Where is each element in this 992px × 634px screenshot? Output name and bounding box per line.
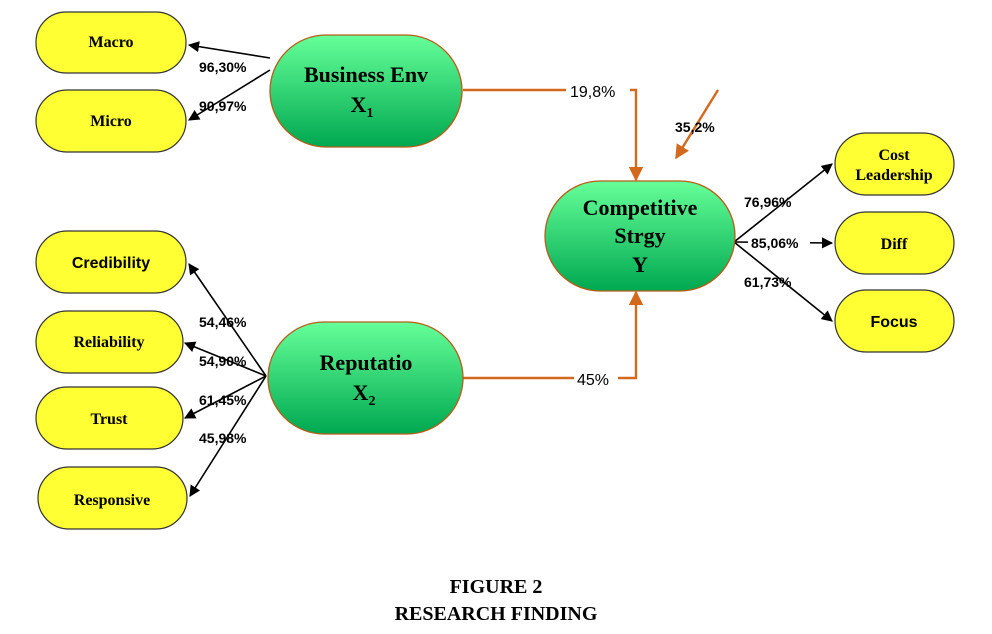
indicator-micro-label: Micro <box>90 113 131 130</box>
arrow-y-cost <box>733 163 833 243</box>
latent-competitive-strategy: Competitive Strgy Y <box>544 180 736 292</box>
path-x1-to-y <box>463 88 644 182</box>
loading-credibility: 54,46% <box>199 314 247 330</box>
latent-y-symbol: Y <box>632 252 648 277</box>
figure-caption-title: RESEARCH FINDING <box>395 603 598 625</box>
latent-x2-name: Reputatio <box>320 350 413 375</box>
indicator-responsive-label: Responsive <box>74 492 150 509</box>
latent-x1-name: Business Env <box>304 62 428 87</box>
indicator-diff-label: Diff <box>881 236 908 253</box>
arrow-x1-macro <box>187 41 271 59</box>
latent-reputatio: Reputatio X2 <box>267 321 464 435</box>
latent-y-line1: Competitive <box>583 195 698 220</box>
error-coefficient: 35,2% <box>675 119 715 135</box>
indicator-macro-label: Macro <box>88 34 133 51</box>
indicator-credibility-label: Credibility <box>72 255 150 272</box>
indicator-trust-label: Trust <box>90 411 128 428</box>
arrow-x2-responsive <box>189 375 267 497</box>
latent-x2-symbol: X2 <box>353 380 376 409</box>
indicator-focus: Focus <box>834 289 955 353</box>
indicator-macro: Macro <box>35 11 187 74</box>
loading-diff-bg <box>748 232 810 252</box>
indicator-cost-leadership: Cost Leadership <box>834 132 955 196</box>
arrow-x2-trust <box>184 375 267 419</box>
loading-diff: 85,06% <box>751 235 799 251</box>
loading-focus: 61,73% <box>744 274 792 290</box>
latent-y-line2: Strgy <box>614 223 665 248</box>
latent-business-env: Business Env X1 <box>269 34 463 148</box>
indicator-responsive: Responsive <box>37 466 188 530</box>
indicator-cost-label-2: Leadership <box>855 167 932 184</box>
indicator-trust: Trust <box>35 386 184 450</box>
path-x2-coefficient: 45% <box>577 372 609 389</box>
arrow-x2-credibility <box>188 263 267 377</box>
path-x2-label-bg <box>574 368 618 388</box>
loading-trust: 61,45% <box>199 392 247 408</box>
indicator-diff: Diff <box>834 211 955 275</box>
indicator-focus-label: Focus <box>870 314 917 331</box>
path-x1-coefficient: 19,8% <box>570 84 615 101</box>
indicator-reliability: Reliability <box>35 310 184 374</box>
indicator-reliability-label: Reliability <box>73 334 144 351</box>
loading-micro: 90,97% <box>199 98 247 114</box>
arrow-y-focus <box>733 241 833 322</box>
indicator-cost-label-1: Cost <box>878 147 910 164</box>
path-x2-to-y <box>463 290 644 380</box>
figure-caption-number: FIGURE 2 <box>450 576 543 598</box>
indicator-micro: Micro <box>35 89 187 153</box>
latent-x1-symbol: X1 <box>351 92 374 121</box>
path-x1-label-bg <box>566 80 630 100</box>
indicator-credibility: Credibility <box>35 230 187 294</box>
arrow-x1-micro <box>188 69 271 121</box>
loading-cost: 76,96% <box>744 194 792 210</box>
arrow-x2-reliability <box>183 341 267 377</box>
path-error-to-y <box>674 89 720 160</box>
loading-reliability: 54,90% <box>199 353 247 369</box>
loading-macro: 96,30% <box>199 59 247 75</box>
loading-responsive: 45,98% <box>199 430 247 446</box>
